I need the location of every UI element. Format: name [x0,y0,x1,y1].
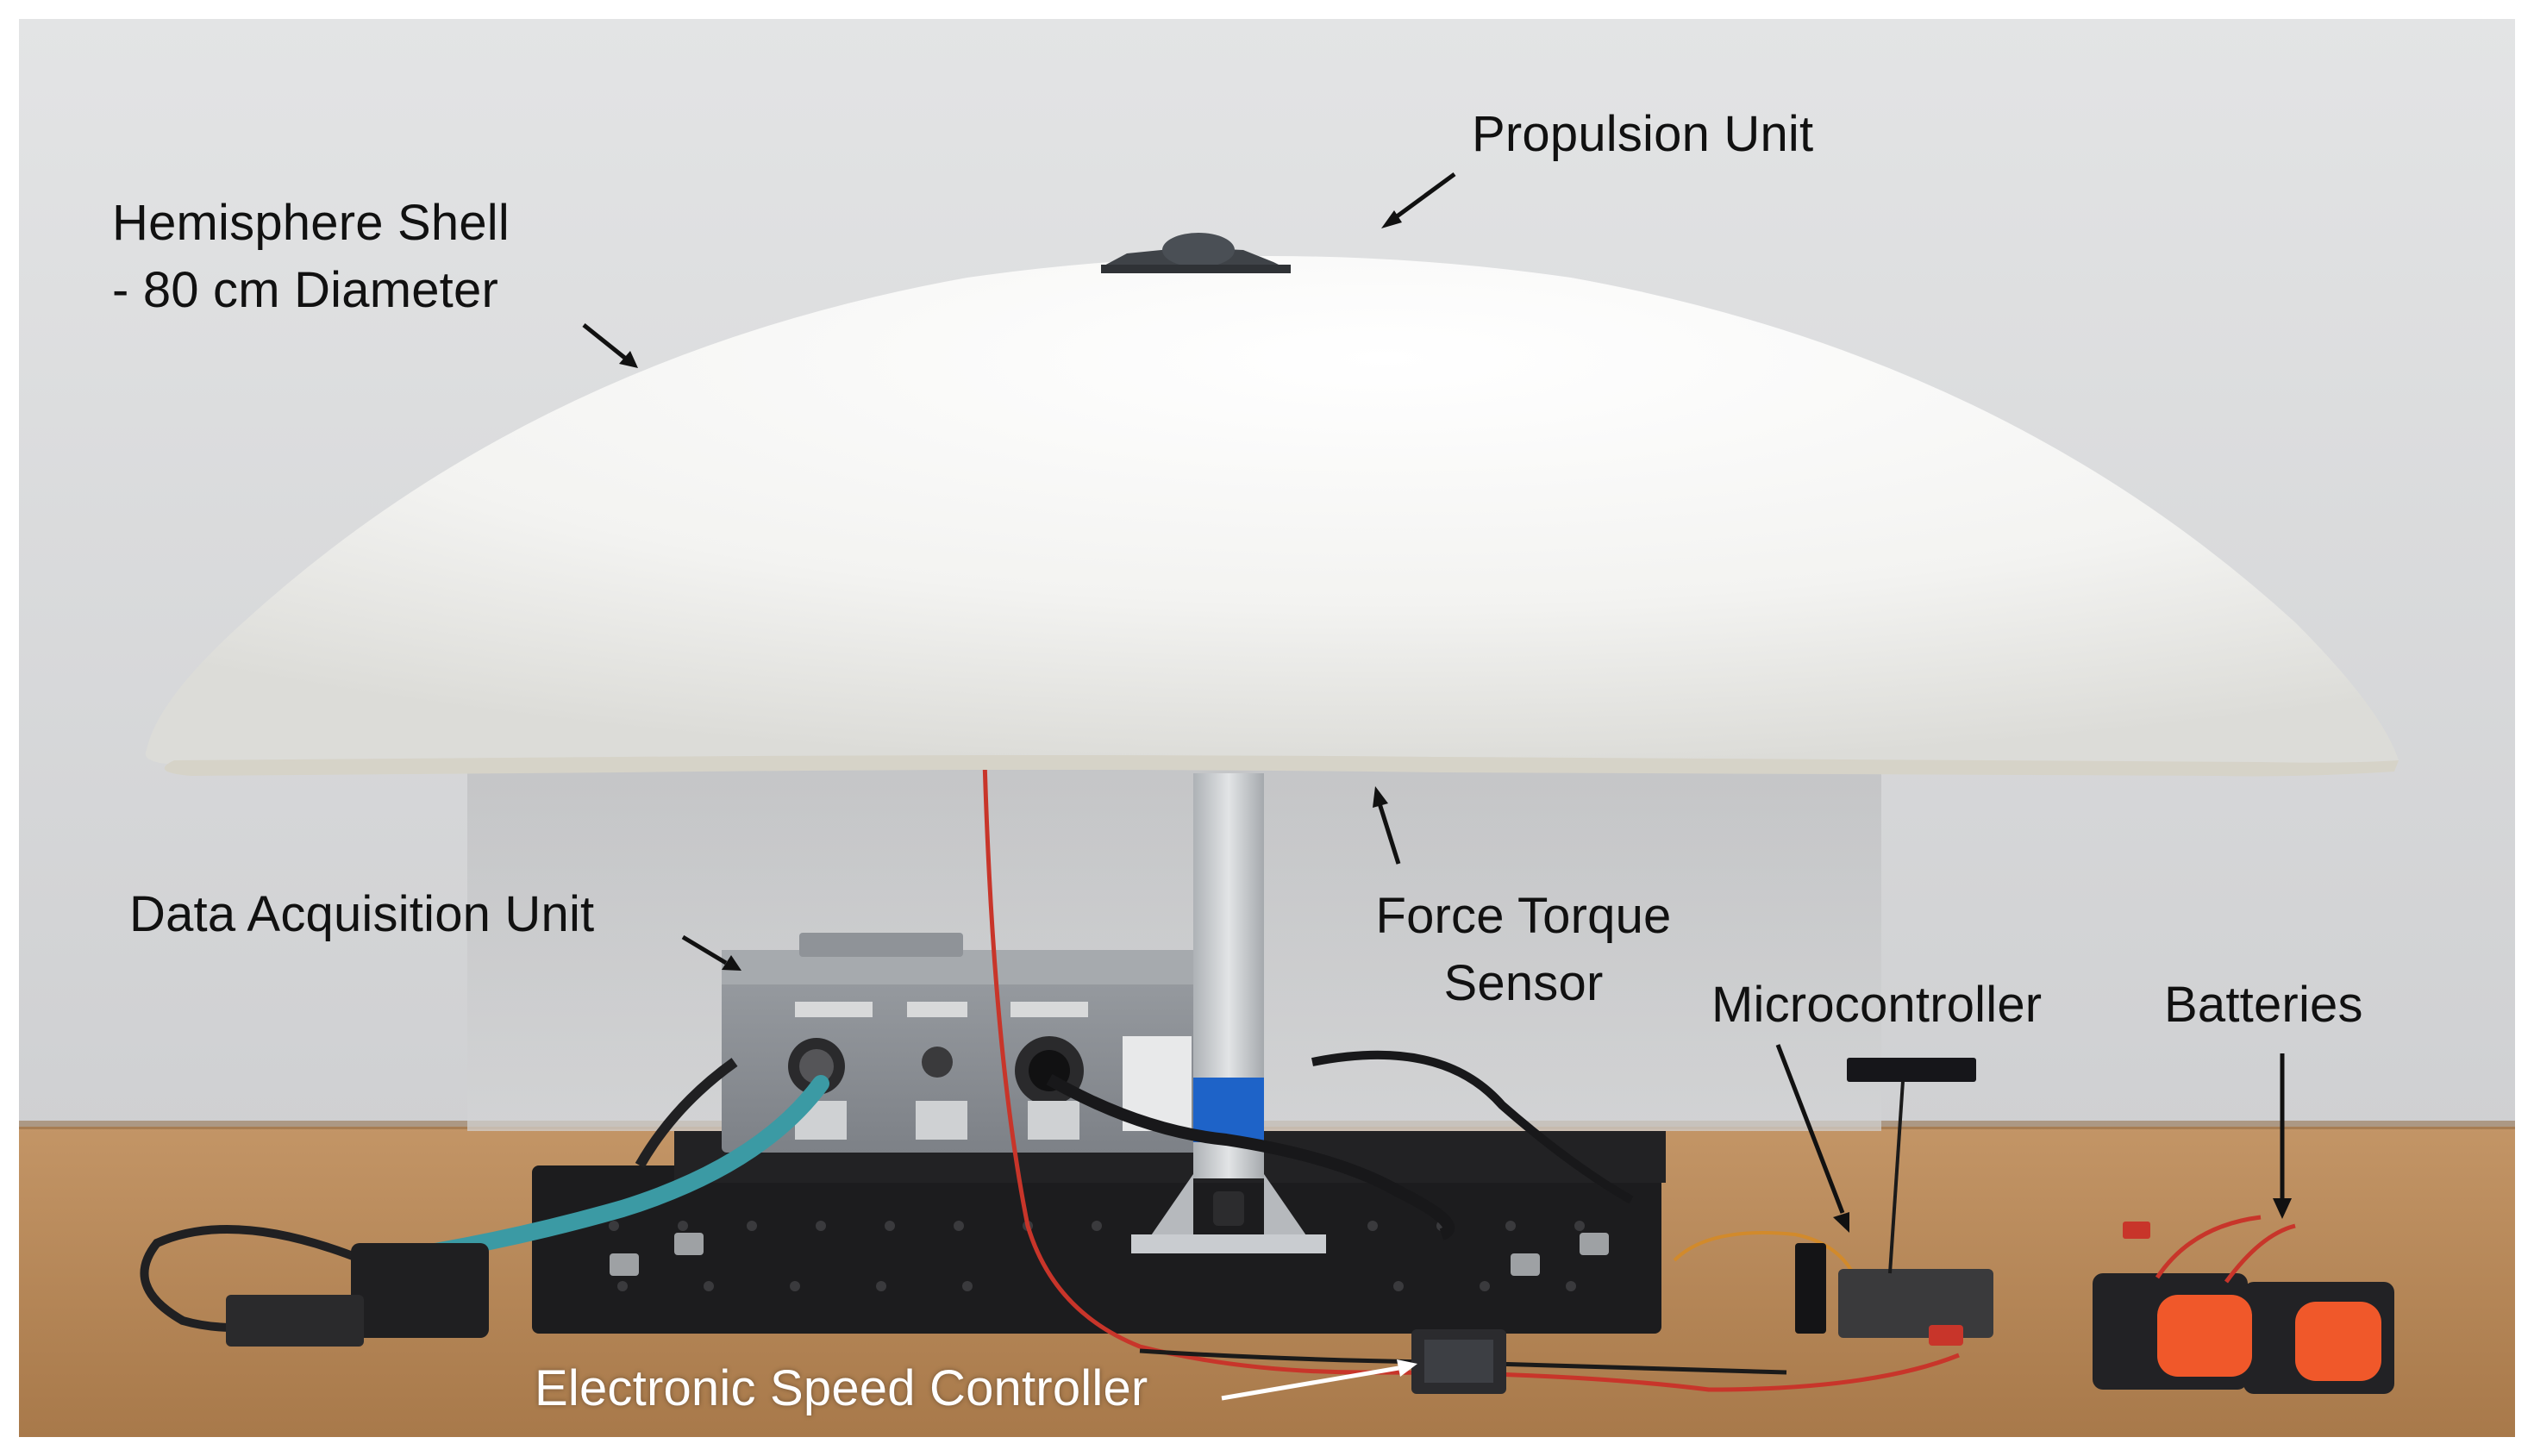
battery-cap-right [2295,1302,2381,1381]
photo-scene [19,19,2515,1437]
antenna-board [1847,1058,1976,1082]
hemisphere-shell [145,256,2399,768]
battery-cap-left [2157,1295,2252,1377]
label-hemisphere-line1: Hemisphere Shell [112,195,510,251]
annotation-arrows [582,172,2285,1214]
label-force-torque-line2: Sensor [1443,955,1604,1011]
plate-standoffs [610,1233,1609,1276]
label-propulsion-unit: Propulsion Unit [1472,106,1814,162]
photo: Propulsion Unit Hemisphere Shell - 80 cm… [19,19,2515,1437]
label-batteries: Batteries [2164,977,2363,1033]
label-force-torque-line1: Force Torque [1375,888,1672,944]
ethernet-plug [351,1243,489,1338]
propulsion-unit [1162,233,1235,267]
label-data-acquisition-unit: Data Acquisition Unit [129,886,595,942]
breadboard-plate [532,1165,1661,1334]
label-hemisphere-line2: - 80 cm Diameter [112,262,498,318]
microcontroller-board [1838,1269,1993,1338]
red-power-wire [982,759,1960,1392]
esc-arrow [1221,1365,1399,1401]
label-electronic-speed-controller: Electronic Speed Controller [535,1360,1148,1416]
label-microcontroller: Microcontroller [1711,977,2043,1033]
